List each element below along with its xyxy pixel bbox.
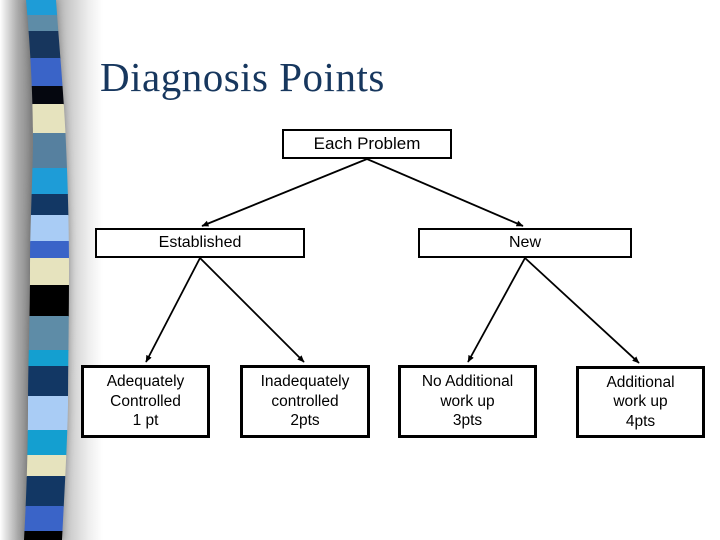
decorative-ribbon <box>24 0 69 540</box>
node-additional-workup: Additional work up 4pts <box>576 366 705 438</box>
connector-line <box>199 257 305 363</box>
connector-line <box>524 257 640 364</box>
node-label: Inadequately controlled 2pts <box>260 373 350 430</box>
node-label: Adequately Controlled 1 pt <box>106 373 185 430</box>
connector-line <box>201 158 368 227</box>
node-label: No Additional work up 3pts <box>421 373 514 430</box>
node-each-problem: Each Problem <box>282 129 452 159</box>
node-no-additional-workup: No Additional work up 3pts <box>398 365 537 438</box>
node-label: Established <box>158 234 242 251</box>
node-label: Additional work up 4pts <box>606 373 675 430</box>
node-established: Established <box>95 228 305 258</box>
node-new: New <box>418 228 632 258</box>
slide-title: Diagnosis Points <box>100 54 385 100</box>
node-inadequately-controlled: Inadequately controlled 2pts <box>240 365 370 438</box>
node-label: New <box>508 234 541 251</box>
connector-line <box>467 257 526 363</box>
connector-line <box>145 257 201 363</box>
ribbon-stripes <box>24 0 69 540</box>
node-label: Each Problem <box>313 134 421 153</box>
connector-line <box>366 158 524 227</box>
node-adequately-controlled: Adequately Controlled 1 pt <box>81 365 210 438</box>
